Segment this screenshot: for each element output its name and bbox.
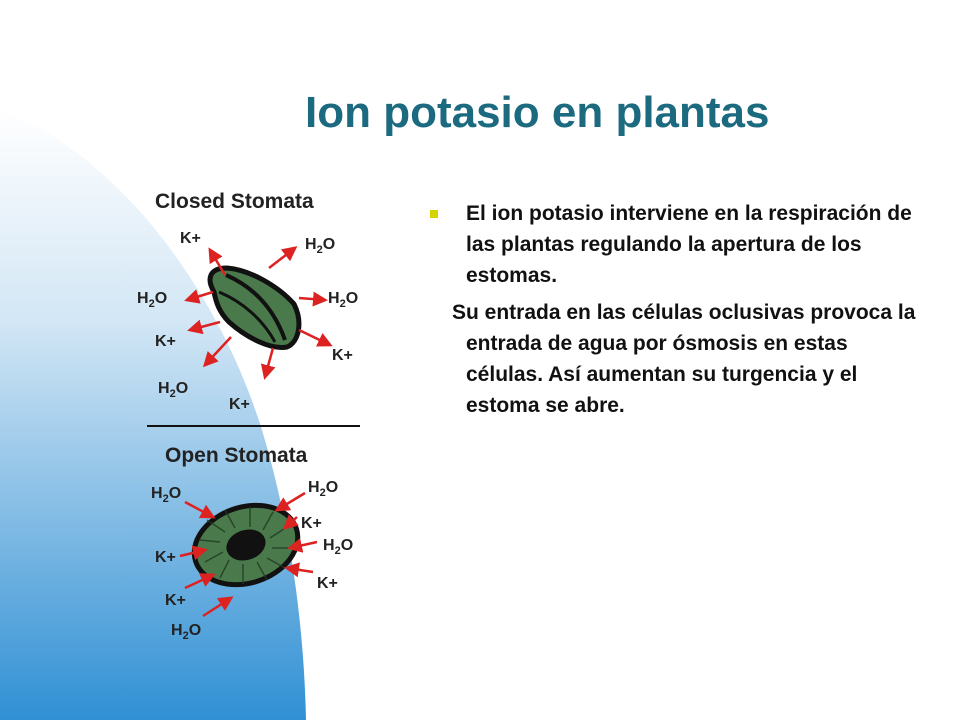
- label-k-open-2: K+: [155, 549, 176, 566]
- open-stoma-cells: [191, 502, 301, 588]
- label-h2o-open-4: H2O: [171, 622, 201, 642]
- closed-stoma-arrows: [184, 246, 333, 380]
- label-k-closed-3: K+: [332, 347, 353, 364]
- label-h2o-closed-2: H2O: [137, 290, 167, 310]
- label-h2o-open-2: H2O: [308, 479, 338, 499]
- label-h2o-open-1: H2O: [151, 485, 181, 505]
- label-k-open-4: K+: [165, 592, 186, 609]
- label-k-open-1: K+: [301, 515, 322, 532]
- bullet-item: El ion potasio interviene en la respirac…: [426, 198, 926, 291]
- label-h2o-open-3: H2O: [323, 537, 353, 557]
- open-stoma-arrows: [179, 491, 318, 618]
- bullet-text: El ion potasio interviene en la respirac…: [466, 202, 912, 287]
- closed-stomata-title: Closed Stomata: [155, 190, 314, 213]
- open-stoma-labels: H2O H2O K+ H2O K+ K+ K+ H2O: [151, 479, 353, 642]
- body-paragraph: Su entrada en las células oclusivas prov…: [452, 301, 916, 417]
- label-k-open-3: K+: [317, 575, 338, 592]
- square-bullet-icon: [430, 210, 438, 218]
- label-k-closed-4: K+: [229, 396, 250, 413]
- label-h2o-closed-3: H2O: [328, 290, 358, 310]
- label-k-closed-2: K+: [155, 333, 176, 350]
- label-h2o-closed-4: H2O: [158, 380, 188, 400]
- slide-body: El ion potasio interviene en la respirac…: [426, 198, 926, 421]
- label-h2o-closed-1: H2O: [305, 236, 335, 256]
- open-stomata-title: Open Stomata: [165, 444, 308, 467]
- slide-title: Ion potasio en plantas: [305, 88, 770, 137]
- closed-stoma-cells: [207, 265, 302, 350]
- stomata-diagram: Closed Stomata K+ H2O H2O H2O K+ K+ H2O …: [137, 190, 360, 642]
- label-k-closed-1: K+: [180, 230, 201, 247]
- closed-stoma-labels: K+ H2O H2O H2O K+ K+ H2O K+: [137, 230, 358, 413]
